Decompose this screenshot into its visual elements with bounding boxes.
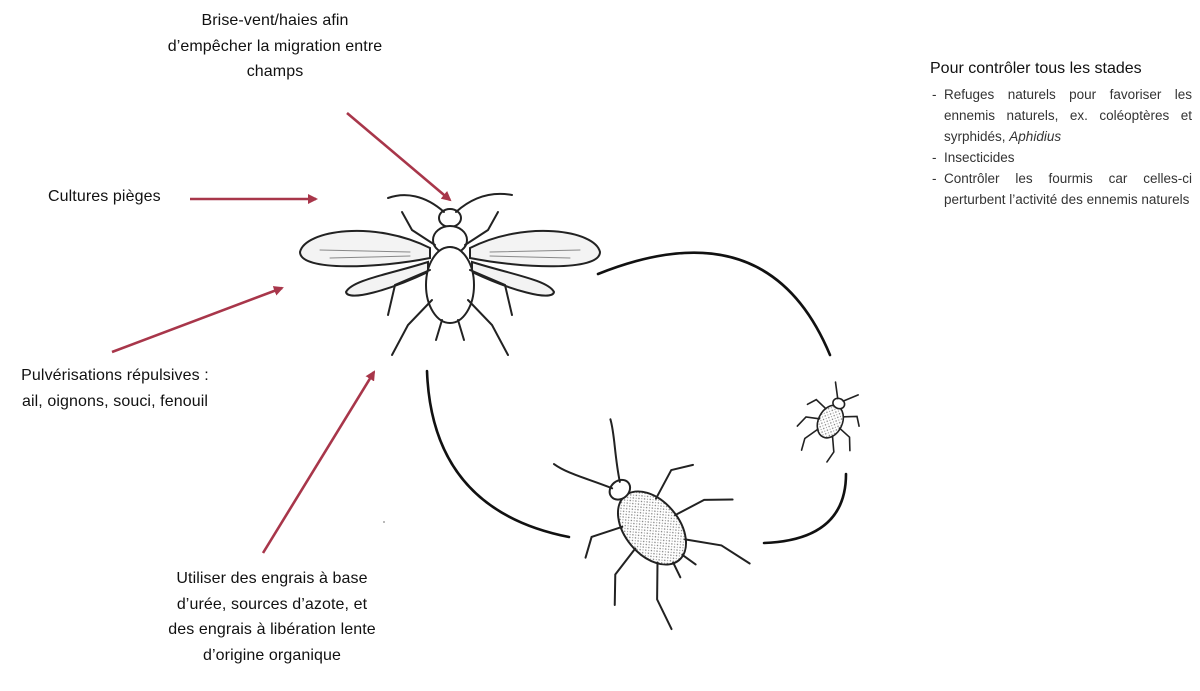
control-list: Refuges naturels pour favoriser les enne… <box>930 84 1192 210</box>
arrow-fertilizers <box>263 372 374 553</box>
speck <box>383 521 385 523</box>
control-all-stages-panel: Pour contrôler tous les stades Refuges n… <box>930 58 1192 210</box>
label-sprays-line: ail, oignons, souci, fenouil <box>0 389 230 415</box>
label-repellent-sprays: Pulvérisations répulsives : ail, oignons… <box>0 363 230 414</box>
list-item: Contrôler les fourmis car celles-ci pert… <box>930 168 1192 210</box>
label-fertilizers-line: des engrais à libération lente <box>122 617 422 643</box>
label-trap-crops-line: Cultures pièges <box>48 184 198 210</box>
label-fertilizers-line: d’urée, sources d’azote, et <box>122 592 422 618</box>
arrow-windbreak <box>347 113 450 200</box>
list-item: Insecticides <box>930 147 1192 168</box>
label-fertilizers-line: Utiliser des engrais à base <box>122 566 422 592</box>
aphid-nymph-icon <box>789 375 874 468</box>
label-windbreak-line: Brise-vent/haies afin <box>130 8 420 34</box>
wingless-aphid-icon <box>520 391 771 647</box>
cycle-arc-left <box>427 371 569 537</box>
label-windbreak-line: champs <box>130 59 420 85</box>
label-fertilizers: Utiliser des engrais à base d’urée, sour… <box>122 566 422 668</box>
list-item-text: Refuges naturels pour favoriser les enne… <box>944 87 1192 144</box>
winged-aphid-icon <box>300 194 600 355</box>
label-fertilizers-line: d’origine organique <box>122 643 422 669</box>
list-item-text: Insecticides <box>944 150 1015 165</box>
label-windbreak: Brise-vent/haies afin d’empêcher la migr… <box>130 8 420 85</box>
list-item-italic: Aphidius <box>1009 129 1061 144</box>
cycle-arc-lower-right <box>764 474 846 543</box>
label-trap-crops: Cultures pièges <box>48 184 198 210</box>
cycle-arc-right <box>598 253 830 355</box>
arrow-sprays <box>112 288 282 352</box>
list-item-text: Contrôler les fourmis car celles-ci pert… <box>944 171 1192 207</box>
label-windbreak-line: d’empêcher la migration entre <box>130 34 420 60</box>
list-item: Refuges naturels pour favoriser les enne… <box>930 84 1192 147</box>
label-sprays-line: Pulvérisations répulsives : <box>0 363 230 389</box>
panel-title: Pour contrôler tous les stades <box>930 58 1192 80</box>
